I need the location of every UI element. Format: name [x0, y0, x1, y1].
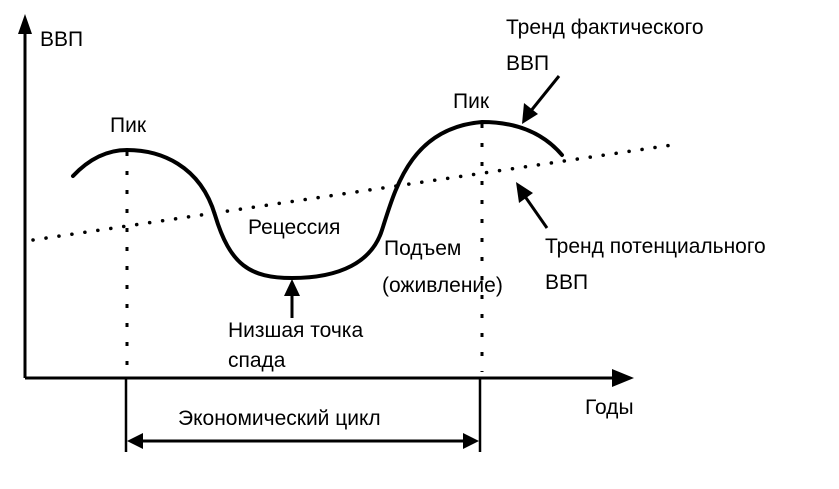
potential-trend-label-line2: ВВП — [545, 271, 588, 294]
actual-gdp-curve — [71, 119, 564, 281]
trough-label-line2: спада — [228, 349, 286, 372]
actual-trend-label-line1: Тренд фактического — [506, 16, 704, 39]
cycle-left-arrow-icon — [127, 433, 143, 449]
recovery-label-line1: Подъем — [384, 237, 461, 260]
actual-trend-arrow-head-icon — [522, 103, 538, 124]
cycle-right-arrow-icon — [463, 433, 479, 449]
peak-right-label: Пик — [453, 90, 490, 113]
recovery-label-line2: (оживление) — [382, 274, 503, 297]
y-axis-arrow-icon — [18, 14, 32, 34]
potential-gdp-trend-line — [31, 143, 674, 242]
potential-trend-arrow — [522, 194, 549, 229]
trough-label-line1: Низшая точка — [228, 319, 363, 342]
trough-arrow-head-icon — [284, 279, 300, 296]
y-axis-label: ВВП — [40, 28, 83, 51]
actual-trend-arrow — [528, 75, 561, 113]
potential-trend-label-line1: Тренд потенциального — [545, 235, 766, 258]
actual-trend-label-line2: ВВП — [506, 52, 549, 75]
x-axis-label: Годы — [585, 396, 634, 419]
potential-trend-arrow-head-icon — [516, 182, 533, 203]
recession-label: Рецессия — [248, 216, 340, 239]
x-axis-arrow-icon — [612, 369, 634, 387]
peak-left-label: Пик — [110, 114, 147, 137]
economic-cycle-label: Экономический цикл — [178, 407, 381, 430]
